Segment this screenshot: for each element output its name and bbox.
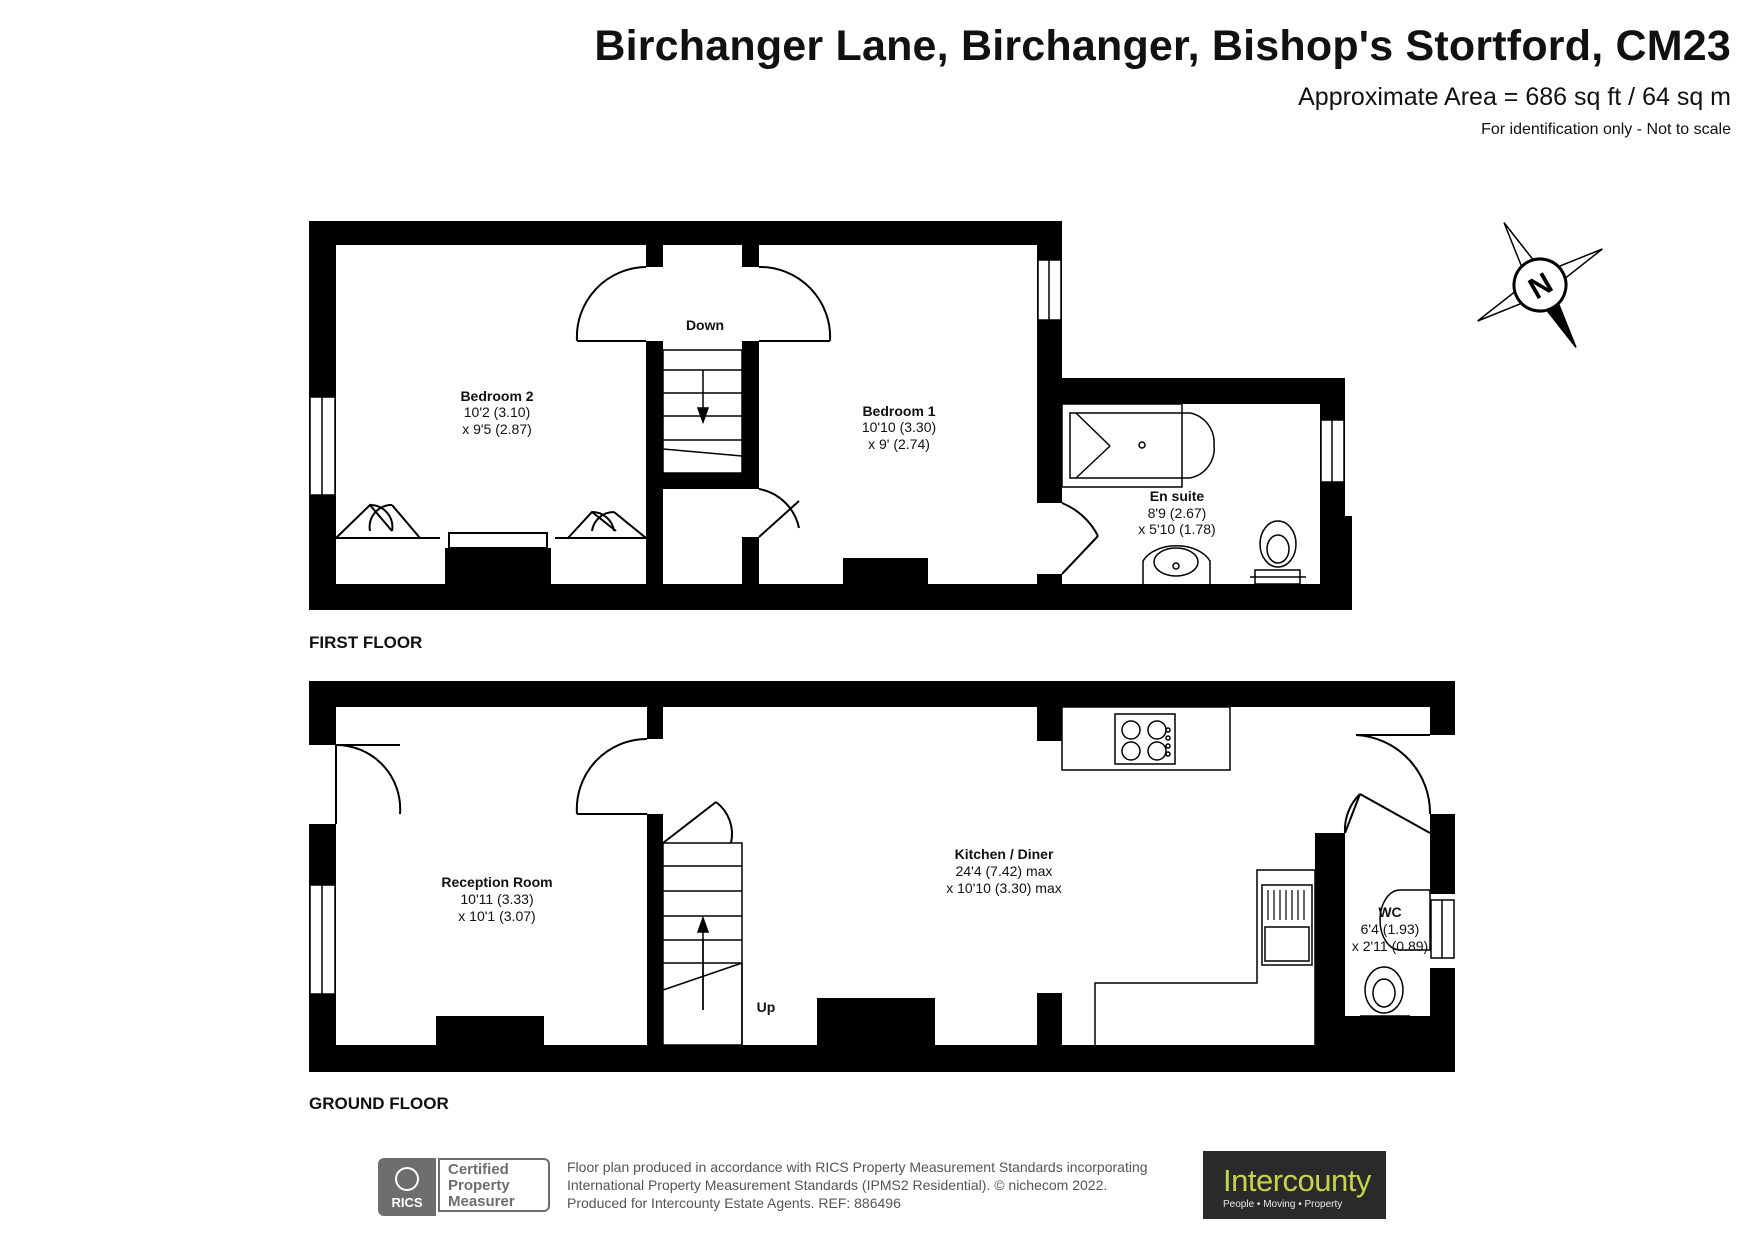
brand-tagline: People • Moving • Property [1223, 1199, 1343, 1210]
wall [309, 1045, 1455, 1072]
footer-line: Produced for Intercounty Estate Agents. … [567, 1195, 901, 1211]
room-dimension: 6'4 (1.93) [1361, 921, 1420, 937]
scale-disclaimer: For identification only - Not to scale [1481, 121, 1731, 138]
stairs-label: Down [686, 317, 724, 333]
wall [742, 537, 759, 584]
rics-emblem-icon [395, 1167, 419, 1191]
room-name: Reception Room [441, 874, 552, 890]
rics-logo: RICS [378, 1158, 436, 1216]
ground-floor-plan [309, 681, 1455, 1072]
wall [1037, 574, 1062, 610]
room-name: Bedroom 1 [862, 403, 935, 419]
chimney-breast [843, 558, 928, 584]
rics-cert-line: Certified [448, 1161, 509, 1178]
first-floor-label: FIRST FLOOR [309, 633, 423, 652]
wall [1430, 681, 1455, 735]
rics-certification-text: Certified Property Measurer [438, 1158, 550, 1212]
wall [646, 341, 663, 584]
room-name: Bedroom 2 [460, 388, 533, 404]
wall [742, 245, 759, 267]
footer-notice: Floor plan produced in accordance with R… [567, 1158, 1148, 1212]
wall [1430, 814, 1455, 894]
room-dimension: 8'9 (2.67) [1148, 505, 1207, 521]
wall [646, 245, 663, 267]
brand-name: Intercounty [1223, 1163, 1371, 1198]
room-dimension: x 2'11 (0.89) [1352, 938, 1428, 954]
footer-line: Floor plan produced in accordance with R… [567, 1159, 1148, 1175]
wall [1037, 707, 1062, 741]
chimney-breast [817, 998, 935, 1045]
room-dimension: x 10'10 (3.30) max [946, 880, 1062, 896]
compass [1477, 222, 1603, 348]
wall [742, 341, 759, 477]
wall [309, 584, 1352, 610]
wall [647, 707, 663, 739]
wall [1345, 1016, 1430, 1045]
wall [647, 814, 663, 1045]
wall [1037, 993, 1062, 1045]
room-dimension: x 9' (2.74) [868, 436, 930, 452]
wall [1315, 833, 1345, 1045]
property-address: Birchanger Lane, Birchanger, Bishop's St… [594, 22, 1731, 70]
wall [309, 681, 1455, 707]
intercounty-logo: Intercounty People • Moving • Property [1203, 1151, 1386, 1219]
rics-cert-line: Property [448, 1177, 510, 1194]
room-name: WC [1378, 904, 1401, 920]
chimney-breast [436, 1016, 544, 1045]
room-name: Kitchen / Diner [955, 846, 1054, 862]
room-dimension: 10'2 (3.10) [464, 404, 531, 420]
room-dimension: 24'4 (7.42) max [956, 863, 1053, 879]
room-name: En suite [1150, 488, 1205, 504]
wall [1037, 378, 1345, 404]
rics-logo-text: RICS [391, 1195, 423, 1210]
room-dimension: 10'10 (3.30) [862, 419, 936, 435]
wall [309, 221, 1062, 245]
chimney-breast [445, 548, 551, 584]
room-dimension: 10'11 (3.33) [460, 891, 533, 907]
approximate-area: Approximate Area = 686 sq ft / 64 sq m [1298, 83, 1731, 111]
ground-floor-label: GROUND FLOOR [309, 1094, 449, 1113]
footer-line: International Property Measurement Stand… [567, 1177, 1108, 1193]
wall [1430, 968, 1455, 1072]
room-dimension: x 10'1 (3.07) [458, 908, 535, 924]
room-dimension: x 5'10 (1.78) [1138, 521, 1215, 537]
wall [309, 681, 336, 745]
wall [663, 473, 759, 489]
wall [1320, 516, 1352, 610]
room-dimension: x 9'5 (2.87) [462, 421, 532, 437]
stairs-label: Up [757, 999, 776, 1015]
rics-certified-badge: RICS Certified Property Measurer [378, 1158, 554, 1216]
first-floor-plan [309, 221, 1352, 610]
rics-cert-line: Measurer [448, 1193, 515, 1210]
wall [1037, 381, 1062, 503]
